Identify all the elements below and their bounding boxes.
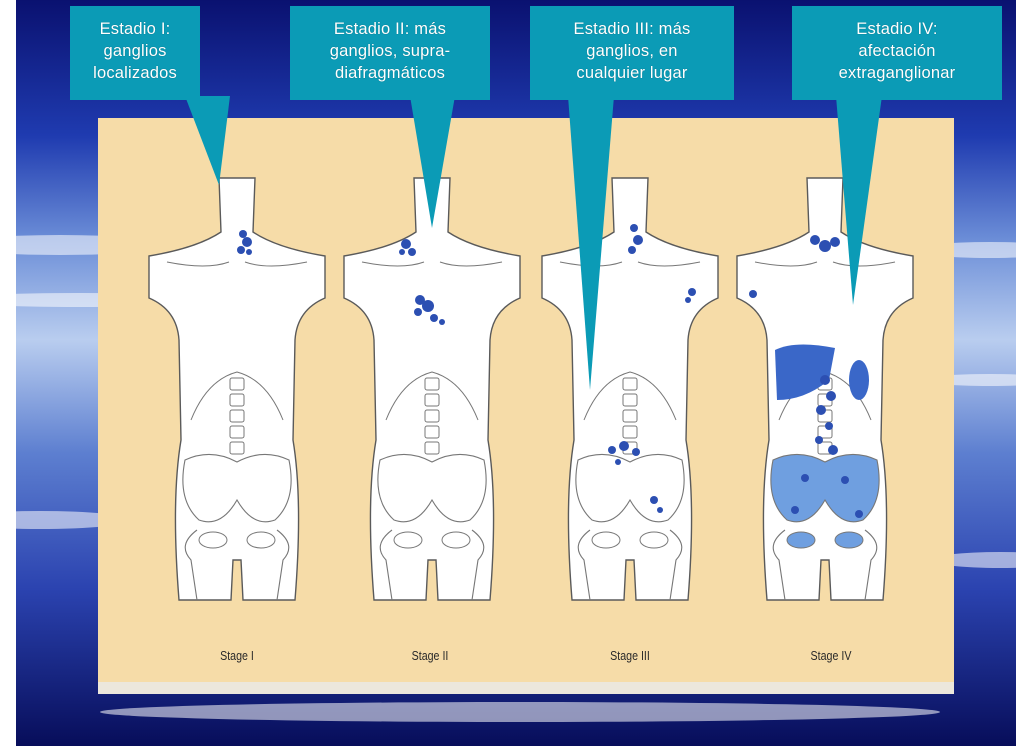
callout-line: Estadio I:: [70, 18, 200, 40]
callout-line: ganglios, supra-: [290, 40, 490, 62]
callout-pointer-4: [836, 96, 882, 305]
callout-line: Estadio III: más: [530, 18, 734, 40]
callout-pointer-2: [410, 96, 455, 228]
callout-stage-2: Estadio II: más ganglios, supra- diafrag…: [290, 6, 490, 100]
callout-stage-4: Estadio IV: afectación extraganglionar: [792, 6, 1002, 100]
callout-line: diafragmáticos: [290, 62, 490, 84]
callout-line: cualquier lugar: [530, 62, 734, 84]
callout-line: ganglios: [70, 40, 200, 62]
callout-line: localizados: [70, 62, 200, 84]
callout-line: extraganglionar: [792, 62, 1002, 84]
callout-line: ganglios, en: [530, 40, 734, 62]
callout-pointer-1: [185, 96, 230, 185]
callout-line: afectación: [792, 40, 1002, 62]
callout-pointer-3: [568, 96, 614, 390]
callout-line: Estadio II: más: [290, 18, 490, 40]
callout-line: Estadio IV:: [792, 18, 1002, 40]
callout-stage-3: Estadio III: más ganglios, en cualquier …: [530, 6, 734, 100]
callout-stage-1: Estadio I: ganglios localizados: [70, 6, 200, 100]
